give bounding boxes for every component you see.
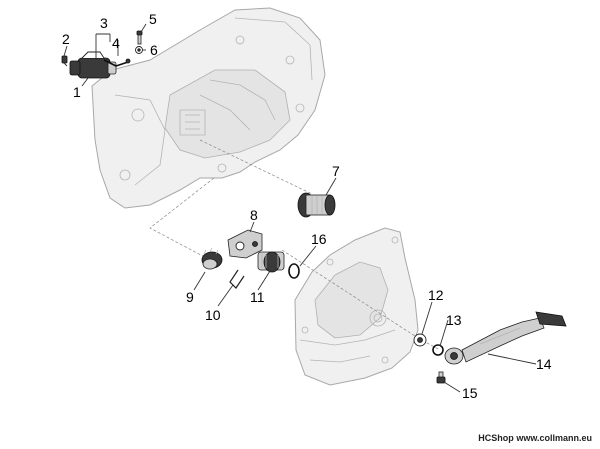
oil-seal-12 bbox=[413, 333, 427, 347]
part-label-9: 9 bbox=[186, 289, 194, 305]
part-label-5: 5 bbox=[149, 11, 157, 27]
part-label-15: 15 bbox=[462, 385, 478, 401]
part-label-16: 16 bbox=[311, 231, 327, 247]
starter-gear-shaft bbox=[297, 192, 336, 218]
pinion-housing bbox=[227, 229, 263, 259]
leader-lines bbox=[63, 23, 537, 393]
washer-6 bbox=[135, 46, 143, 54]
bolt-5 bbox=[136, 30, 143, 45]
crankcase-housing bbox=[91, 7, 326, 209]
ring-13 bbox=[432, 344, 444, 356]
gear-11 bbox=[257, 251, 285, 273]
part-label-13: 13 bbox=[446, 312, 462, 328]
starter-motor bbox=[69, 51, 117, 79]
drive-pinion bbox=[201, 247, 223, 270]
assembly-lines bbox=[149, 139, 441, 351]
part-label-1: 1 bbox=[73, 84, 81, 100]
gear-cover-housing bbox=[294, 227, 419, 386]
bolt-15 bbox=[436, 371, 446, 384]
part-label-11: 11 bbox=[250, 289, 265, 305]
part-number-labels: 1 2 3 4 5 6 7 8 9 10 11 12 13 14 15 16 bbox=[62, 11, 552, 401]
cable-lead bbox=[103, 58, 131, 67]
screw-2 bbox=[61, 55, 68, 67]
part-label-14: 14 bbox=[536, 356, 552, 372]
kickstart-lever bbox=[444, 311, 567, 365]
part-label-4: 4 bbox=[112, 35, 120, 51]
part-label-8: 8 bbox=[250, 207, 258, 223]
part-label-6: 6 bbox=[150, 42, 158, 58]
footer-credit: HCShop www.collmann.eu bbox=[478, 433, 592, 443]
part-label-12: 12 bbox=[428, 287, 444, 303]
part-label-10: 10 bbox=[205, 307, 221, 323]
circlip-10 bbox=[229, 269, 245, 289]
footer-url: www.collmann.eu bbox=[516, 433, 592, 443]
footer-brand: HCShop bbox=[478, 433, 514, 443]
part-label-2: 2 bbox=[62, 31, 70, 47]
part-label-3: 3 bbox=[100, 15, 108, 31]
o-ring-16 bbox=[288, 263, 300, 279]
part-label-7: 7 bbox=[332, 163, 340, 179]
